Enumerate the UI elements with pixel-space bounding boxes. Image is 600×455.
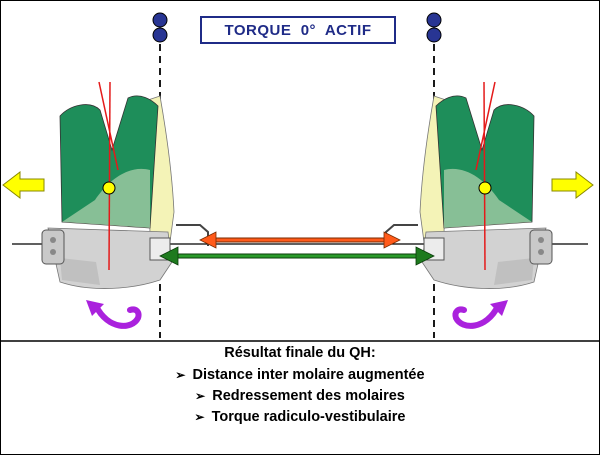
orange-force-arrow (199, 231, 401, 249)
results-caption: Résultat finale du QH: ➢Distance inter m… (0, 343, 600, 428)
results-heading: Résultat finale du QH: (224, 345, 376, 361)
bullet-arrow-icon: ➢ (194, 410, 205, 424)
molar-right-icon (419, 81, 553, 289)
center-point-left (102, 181, 116, 195)
dot-pair-left-icon (152, 12, 168, 43)
center-point-right (478, 181, 492, 195)
diagram-title: TORQUE 0° ACTIF (224, 21, 372, 39)
title-box: TORQUE 0° ACTIF (200, 16, 396, 44)
rotation-arrow-left-icon (86, 300, 142, 329)
expansion-arrow-right-icon (551, 170, 594, 200)
expansion-arrow-left-icon (2, 170, 45, 200)
molar-left-icon (41, 81, 175, 289)
result-item: ➢Distance inter molaire augmentée (0, 365, 600, 386)
result-item: ➢Redressement des molaires (0, 386, 600, 407)
bullet-arrow-icon: ➢ (175, 368, 186, 382)
dot-pair-right-icon (426, 12, 442, 43)
green-force-arrow (159, 246, 435, 266)
rotation-arrow-right-icon (452, 300, 508, 329)
wire-hook-left (176, 224, 209, 246)
bullet-arrow-icon: ➢ (195, 389, 206, 403)
result-item: ➢Torque radiculo-vestibulaire (0, 407, 600, 428)
